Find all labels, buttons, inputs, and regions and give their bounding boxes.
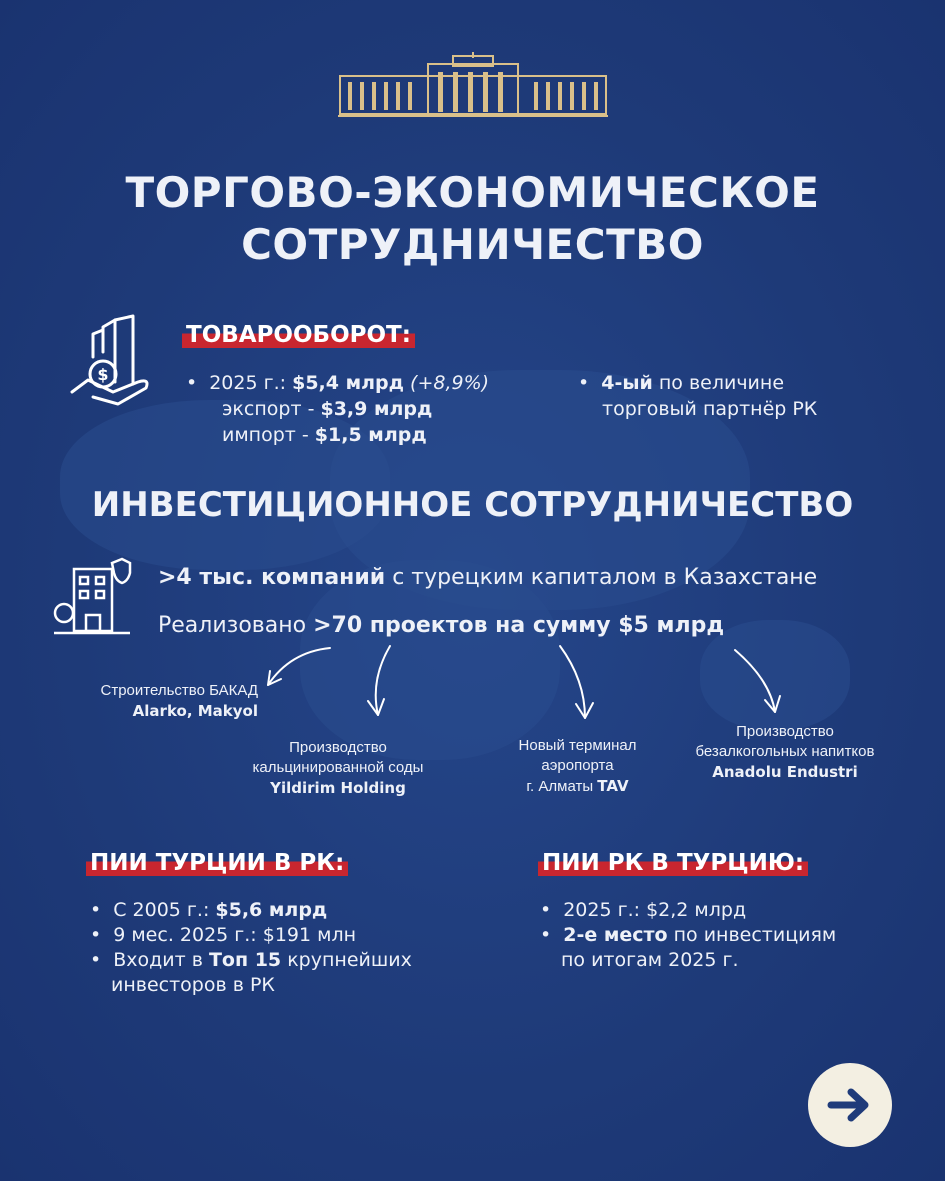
trade-import: импорт - $1,5 млрд <box>222 424 427 446</box>
trade-rank-line2: торговый партнёр РК <box>602 398 818 420</box>
fdi-turkey-9m-2025: 9 мес. 2025 г.: $191 млн <box>90 922 356 948</box>
world-map-shape <box>300 560 560 760</box>
invest-projects: Реализовано >70 проектов на сумму $5 млр… <box>158 613 725 638</box>
government-building-logo <box>338 52 608 117</box>
invest-companies: >4 тыс. компаний с турецким капиталом в … <box>158 565 818 590</box>
svg-text:$: $ <box>97 365 108 384</box>
fdi-turkey-top15-line2: инвесторов в РК <box>111 974 275 996</box>
hand-coin-buildings-icon: $ <box>70 314 149 406</box>
trade-label: ТОВАРООБОРОТ: <box>182 322 415 348</box>
arrow-right-icon <box>827 1088 869 1122</box>
fdi-turkey-top15: Входит в Топ 15 крупнейших <box>90 947 412 973</box>
arrow-icon <box>559 645 586 719</box>
fdi-turkey-label: ПИИ ТУРЦИИ В РК: <box>86 850 349 876</box>
fdi-kz-label: ПИИ РК В ТУРЦИЮ: <box>538 850 809 876</box>
fdi-kz-2025: 2025 г.: $2,2 млрд <box>540 897 746 923</box>
arrow-icon <box>374 645 391 716</box>
arrow-icon <box>267 647 331 686</box>
arrow-icon <box>734 649 776 713</box>
trade-export: экспорт - $3,9 млрд <box>222 398 433 420</box>
fdi-kz-rank-line2: по итогам 2025 г. <box>561 949 739 971</box>
page-title-line1: ТОРГОВО-ЭКОНОМИЧЕСКОЕ <box>125 168 820 217</box>
office-building-shield-icon <box>53 557 132 635</box>
fdi-kz-rank: 2-е место по инвестициям <box>540 922 836 948</box>
next-button[interactable] <box>808 1063 892 1147</box>
invest-heading: ИНВЕСТИЦИОННОЕ СОТРУДНИЧЕСТВО <box>91 485 854 525</box>
trade-total: 2025 г.: $5,4 млрд (+8,9%) <box>186 370 489 396</box>
fdi-turkey-since-2005: С 2005 г.: $5,6 млрд <box>90 897 327 923</box>
trade-rank: 4-ый по величине <box>578 370 784 396</box>
project-arrows <box>267 645 781 719</box>
page-title-line2: СОТРУДНИЧЕСТВО <box>241 220 704 269</box>
